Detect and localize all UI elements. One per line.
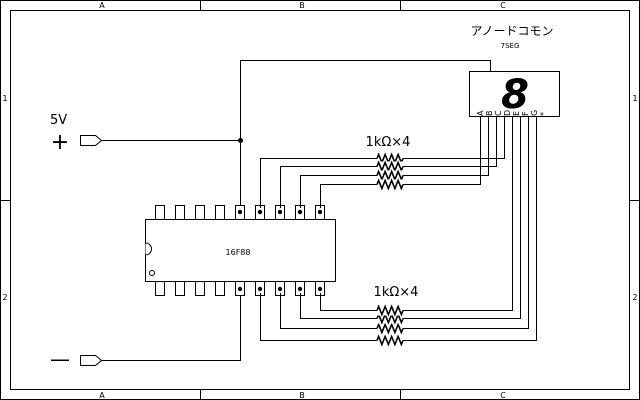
power-gnd-connector[interactable] xyxy=(80,355,103,366)
segment-pin-label: F xyxy=(521,111,530,116)
mcu-pin-bottom-dot xyxy=(317,286,323,292)
mcu-pins xyxy=(155,205,325,296)
zone-col-c-top: C xyxy=(500,1,506,10)
resistor xyxy=(376,152,404,165)
zone-row-2-left: 2 xyxy=(2,293,7,302)
display-title: アノードコモン xyxy=(471,24,554,38)
segment-pin-label: E xyxy=(512,111,521,116)
resistor xyxy=(376,178,404,191)
mcu-pin-bottom xyxy=(155,281,165,296)
zone-col-a-top: A xyxy=(99,1,105,10)
resistor xyxy=(376,304,404,317)
mcu-label: 16F88 xyxy=(226,248,251,257)
mcu-pin-top xyxy=(175,205,185,220)
power-5v-label: 5V xyxy=(50,113,67,128)
mcu-pin-bottom xyxy=(195,281,205,296)
mcu-pin1-dot xyxy=(149,270,155,276)
segment-pin-label: * xyxy=(539,112,548,116)
wire-common-anode xyxy=(240,60,491,208)
mcu-pin-top-dot xyxy=(237,209,243,215)
display-subtitle: 7SEG xyxy=(501,42,520,50)
inner-frame xyxy=(10,10,630,390)
segment-pin-label: D xyxy=(503,110,512,116)
segment-pin-label: G xyxy=(530,110,539,116)
zone-row-1-right: 1 xyxy=(632,94,637,103)
mcu-pin-top-dot xyxy=(297,209,303,215)
zone-row-2-right: 2 xyxy=(632,293,637,302)
mcu-pin-top xyxy=(195,205,205,220)
mcu-pin-top xyxy=(215,205,225,220)
resistor xyxy=(376,169,404,182)
zone-col-a-bottom: A xyxy=(99,391,105,400)
wire-lower-segment xyxy=(300,117,521,319)
resistor xyxy=(376,322,404,335)
mcu-pin-bottom-dot xyxy=(237,286,243,292)
mcu-pin-bottom xyxy=(215,281,225,296)
mcu-pin-top-dot xyxy=(257,209,263,215)
resistor xyxy=(376,160,404,173)
mcu-pin-top-dot xyxy=(317,209,323,215)
resistor-lower-label: 1kΩ×4 xyxy=(374,285,419,300)
wire-lower-segment xyxy=(320,117,513,311)
wire-gnd xyxy=(101,290,241,361)
mcu-pin-top xyxy=(155,205,165,220)
mcu-pin-bottom-dot xyxy=(257,286,263,292)
zone-col-b-bottom: B xyxy=(299,391,305,400)
zone-col-b-top: B xyxy=(299,1,305,10)
mcu-pin-bottom xyxy=(175,281,185,296)
zone-row-1-left: 1 xyxy=(2,94,7,103)
power-minus-symbol: — xyxy=(50,347,70,371)
mcu-pin-bottom-dot xyxy=(297,286,303,292)
zone-col-c-bottom: C xyxy=(500,391,506,400)
mcu-pin-bottom-dot xyxy=(277,286,283,292)
segment-pin-label: B xyxy=(485,111,494,117)
display-digit: 8 xyxy=(501,72,529,118)
resistor xyxy=(376,312,404,325)
display-body xyxy=(469,71,560,117)
resistor-arrays xyxy=(376,152,404,347)
resistor xyxy=(376,334,404,347)
segment-pin-label: C xyxy=(494,110,503,116)
power-5v-connector[interactable] xyxy=(80,135,103,146)
segment-pin-label: A xyxy=(476,110,485,116)
wire-lower-segment xyxy=(280,117,529,329)
mcu-notch xyxy=(145,242,152,256)
power-plus-symbol: + xyxy=(51,130,69,155)
resistor-upper-label: 1kΩ×4 xyxy=(366,135,411,150)
mcu-pin-top-dot xyxy=(277,209,283,215)
